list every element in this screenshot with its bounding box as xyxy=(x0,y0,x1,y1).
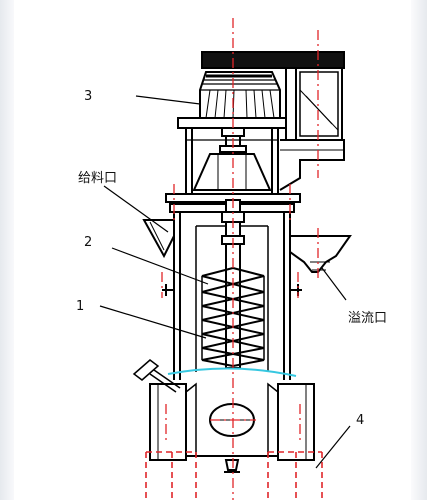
motor-drive xyxy=(199,51,345,191)
label-feed-inlet: 给料口 xyxy=(78,171,117,186)
feed-inlet-funnel xyxy=(142,219,175,259)
left-edge-shade xyxy=(0,0,14,500)
overflow-outlet-funnel xyxy=(289,235,352,273)
label-overflow-outlet: 溢流口 xyxy=(348,311,387,326)
centerlines xyxy=(161,18,319,500)
label-part-4: 4 xyxy=(356,413,364,428)
slurry-level-line xyxy=(167,367,297,377)
label-part-1: 1 xyxy=(76,299,84,314)
leader-lines xyxy=(99,95,351,469)
label-part-2: 2 xyxy=(84,235,92,250)
foundation-blocks xyxy=(145,451,323,500)
right-edge-shade xyxy=(411,0,427,500)
bottom-section xyxy=(132,359,315,473)
label-part-3: 3 xyxy=(84,89,92,104)
